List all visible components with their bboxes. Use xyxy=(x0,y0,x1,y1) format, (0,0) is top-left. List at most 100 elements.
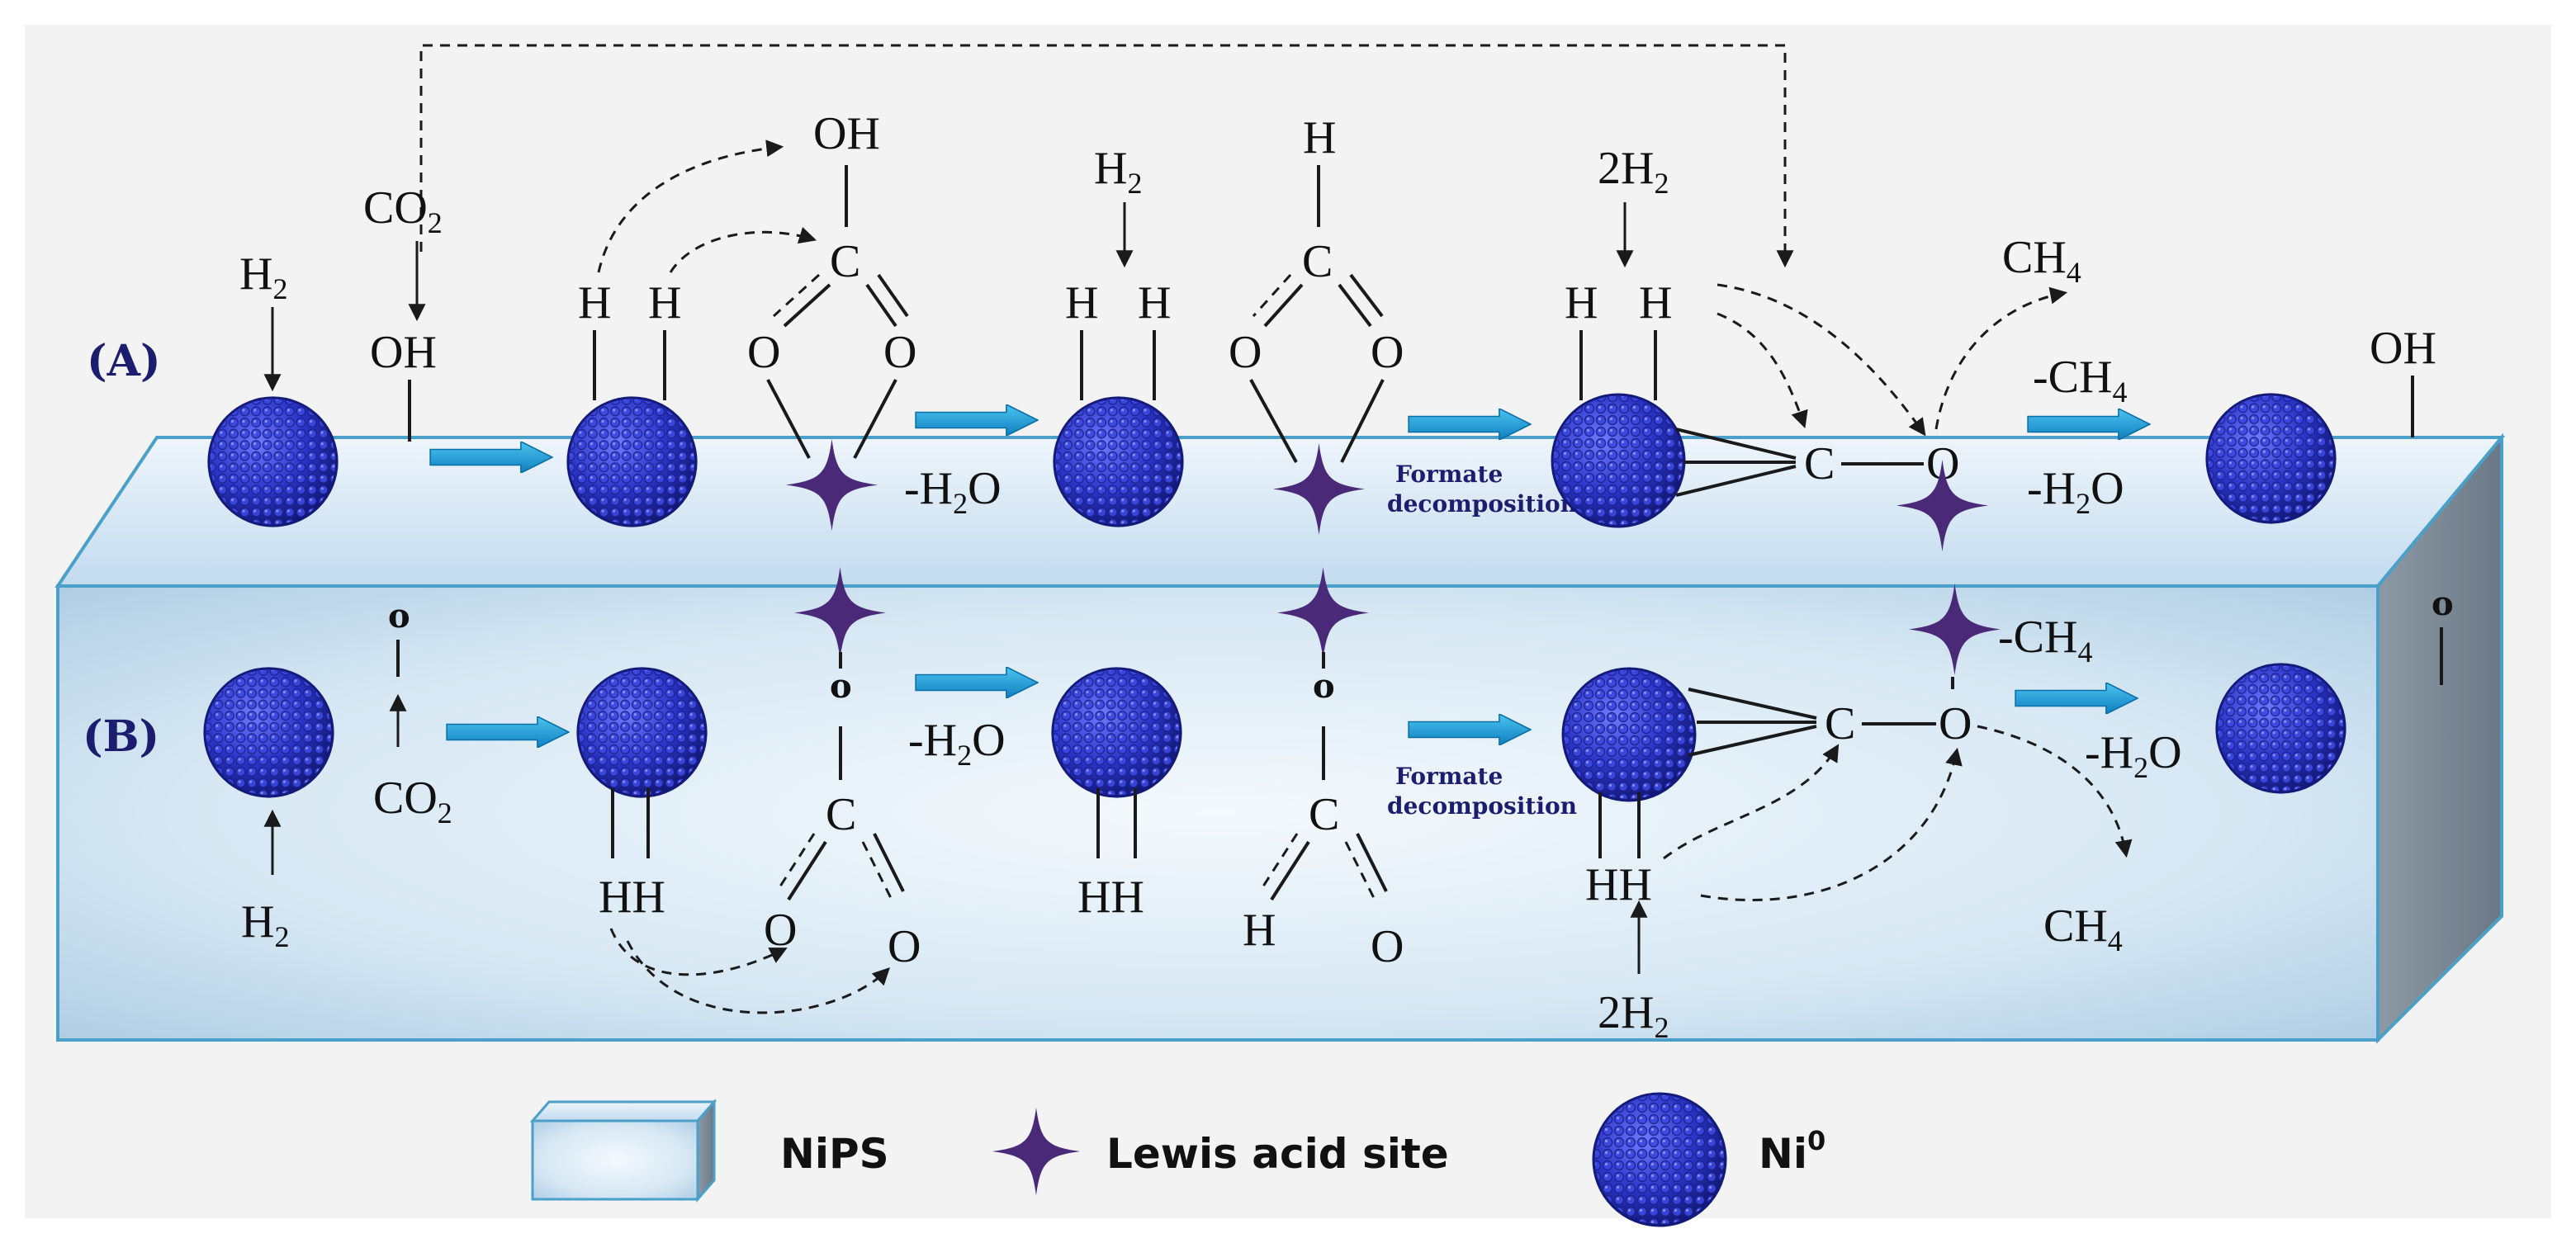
pathway-a: H2 CO2 OH H H OH C O O -H2O H2 xyxy=(207,108,2436,552)
formate-decomposition-b-line2: decomposition xyxy=(1387,792,1577,820)
legend-item-nips: NiPS xyxy=(529,1098,889,1203)
formate-decomposition-a-line1: Formate xyxy=(1395,461,1503,488)
legend-item-ni0: Ni0 xyxy=(1592,1092,1825,1227)
h-transfer-dashed-b2-2 xyxy=(626,940,890,1014)
ch4-label-a: CH4 xyxy=(2002,232,2081,289)
minus-h2o-label-a2: -H2O xyxy=(2027,463,2124,520)
bicarb-co-right-b xyxy=(873,833,905,892)
bicarb-site-bond-right-a xyxy=(853,379,897,459)
o-label-bicarb-left-a: O xyxy=(747,327,780,378)
c-label-formate-a: C xyxy=(1302,236,1333,287)
h2-label-a3: H2 xyxy=(1094,143,1142,200)
legend-item-lewis: Lewis acid site xyxy=(992,1107,1449,1196)
h-transfer-dashed-b4-1 xyxy=(1663,744,1840,860)
h2-label-b1: H2 xyxy=(241,896,289,953)
nips-block-icon xyxy=(529,1100,717,1122)
o-label-bicarb-left-b: O xyxy=(764,905,797,956)
nips-support-block xyxy=(54,432,2506,1044)
support-top-face xyxy=(54,436,2506,588)
ch4-label-b: CH4 xyxy=(2043,900,2123,957)
ni-particle-icon xyxy=(207,396,339,527)
formate-ch-left-b xyxy=(1270,840,1310,901)
o-label-carbonyl-b: O xyxy=(1939,698,1972,749)
h-label-a4-right: H xyxy=(1639,277,1672,328)
ni-particle-icon xyxy=(1053,396,1184,527)
ch4-release-dashed-b xyxy=(1977,725,2133,858)
hh-label-b3: HH xyxy=(1077,872,1144,923)
minus-ch4-label-b: -CH4 xyxy=(1998,612,2092,669)
recycle-dashed-arrow xyxy=(419,44,1794,268)
c-label-bicarb-b: C xyxy=(826,789,856,840)
ni-particle-icon xyxy=(566,396,698,527)
ni-c-bond-b-3 xyxy=(1688,725,1817,757)
ni-c-bond-b-1 xyxy=(1688,688,1817,720)
h-label-a2-left: H xyxy=(578,277,611,328)
c-label-carbonyl-b: C xyxy=(1825,698,1855,749)
ni-particle-icon xyxy=(203,667,334,798)
co2-label-a: CO2 xyxy=(363,182,443,239)
formate-co-right-dash-b xyxy=(1344,841,1376,900)
o-label-surface-b1: o xyxy=(388,597,410,636)
oh-label-a-final: OH xyxy=(2370,323,2436,374)
c-label-bicarbonate-a: C xyxy=(830,236,860,287)
bicarb-co-left-dash-b xyxy=(775,833,816,892)
legend: NiPS Lewis acid site Ni0 xyxy=(529,1092,1825,1227)
minus-h2o-label-a1: -H2O xyxy=(904,463,1002,520)
pathway-b: H2 o CO2 HH o C O O -H2O HH xyxy=(203,566,2454,1044)
o-label-formate-top-b: o xyxy=(1313,667,1335,706)
ni-particle-icon xyxy=(1551,393,1686,528)
minus-ch4-label-a: -CH4 xyxy=(2033,352,2127,409)
support-side-face xyxy=(2376,432,2503,1044)
hh-label-b4: HH xyxy=(1585,859,1652,910)
minus-h2o-label-b2: -H2O xyxy=(2085,727,2182,784)
formate-co-right-double-a xyxy=(1349,273,1384,318)
nips-block-front xyxy=(531,1119,699,1201)
h-transfer-dashed-a2-top xyxy=(597,139,784,273)
row-label-b: (B) xyxy=(83,711,159,762)
support-front-face xyxy=(56,584,2379,1042)
ch4-release-dashed-a xyxy=(1934,286,2068,430)
c-label-formate-b: C xyxy=(1309,789,1339,840)
formate-site-bond-left-a xyxy=(1249,379,1298,463)
bicarb-co-right-double-a xyxy=(877,273,909,318)
bicarb-co-left-a xyxy=(783,283,831,328)
row-label-a: (A) xyxy=(87,336,161,386)
formate-decomposition-b-line1: Formate xyxy=(1395,763,1503,790)
minus-h2o-label-b1: -H2O xyxy=(908,715,1006,772)
formate-co-right-a xyxy=(1338,283,1372,328)
legend-label-lewis: Lewis acid site xyxy=(1106,1130,1449,1178)
h-transfer-dashed-b4-2 xyxy=(1700,747,1963,902)
o-label-formate-left-a: O xyxy=(1229,327,1262,378)
bicarb-co-right-dash-b xyxy=(861,841,893,900)
ni-particle-icon xyxy=(1592,1092,1727,1227)
oh-label-a1: OH xyxy=(370,327,437,378)
h-label-formate-b: H xyxy=(1243,905,1276,956)
o-label-formate-right-b: O xyxy=(1371,921,1404,972)
h-label-a3-left: H xyxy=(1065,277,1098,328)
o-label-side-face: o xyxy=(2432,584,2454,623)
ni-particle-icon xyxy=(2215,663,2346,794)
oh-label-bicarbonate-a: OH xyxy=(813,108,880,159)
o-label-formate-right-a: O xyxy=(1371,327,1404,378)
two-h2-label-b: 2H2 xyxy=(1598,987,1669,1044)
two-h2-label-a: 2H2 xyxy=(1598,143,1669,200)
o-label-bicarb-right-b: O xyxy=(888,921,921,972)
formate-co-left-a xyxy=(1263,283,1304,328)
formate-decomposition-a-line2: decomposition xyxy=(1387,490,1577,518)
h-label-formate-a: H xyxy=(1303,112,1336,163)
formate-ch-left-dash-b xyxy=(1258,833,1299,892)
ni-particle-icon xyxy=(1561,667,1697,802)
formate-site-bond-right-a xyxy=(1340,379,1385,463)
ni-particle-icon xyxy=(1051,667,1182,798)
c-label-carbonyl-a: C xyxy=(1804,438,1835,489)
formate-co-right-b xyxy=(1356,833,1388,892)
ni-particle-icon xyxy=(2205,393,2337,524)
legend-label-ni0: Ni0 xyxy=(1759,1125,1825,1178)
h-transfer-dashed-b2-1 xyxy=(609,928,788,976)
formate-co-left-dash-a xyxy=(1252,273,1292,318)
ni-c-bond-a-1 xyxy=(1675,428,1797,460)
nips-block-side xyxy=(696,1098,716,1203)
h-transfer-dashed-a4-1 xyxy=(1717,312,1808,428)
